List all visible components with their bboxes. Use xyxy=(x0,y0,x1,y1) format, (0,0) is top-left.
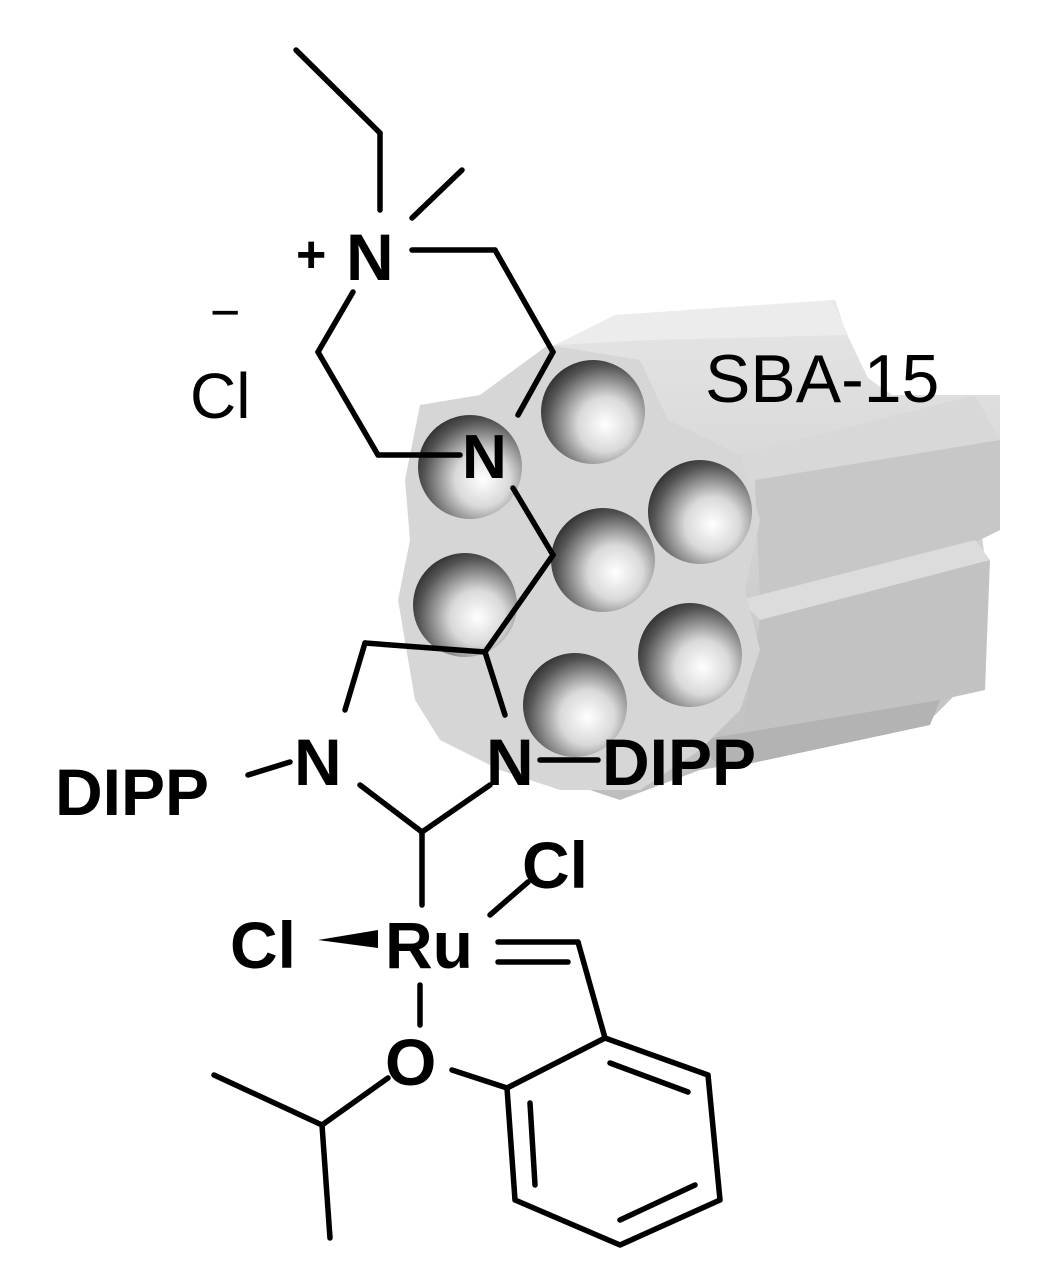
bond-imid-right xyxy=(482,649,508,718)
bonds xyxy=(211,47,723,1248)
silica-top-facet xyxy=(555,300,848,345)
bond-ring-3 xyxy=(515,349,556,418)
sba15-label: SBA-15 xyxy=(705,341,939,417)
labels: SBA-15 + N − Cl N N N DIPP DIPP Cl Cl Ru… xyxy=(55,220,939,1099)
sba15-support xyxy=(398,300,1000,800)
bond-ru-cl-wedge xyxy=(318,930,378,948)
bond-n-dipp-left xyxy=(245,759,293,778)
bond-ring-5 xyxy=(315,349,381,458)
bond-linker-2 xyxy=(482,552,556,655)
bond-ch-aryl xyxy=(575,939,608,1041)
bond-ipr-me1 xyxy=(211,1072,325,1128)
silica-right-facet-4 xyxy=(740,560,990,740)
pore-5 xyxy=(413,553,517,657)
bond-ring-2 xyxy=(492,247,556,355)
counterion-chloride: Cl xyxy=(190,360,250,432)
atom-cl-top: Cl xyxy=(522,828,588,902)
pore-2 xyxy=(418,415,522,519)
bond-imid-c-nr xyxy=(419,782,493,835)
silica-right-facet-1 xyxy=(740,395,1000,480)
charge-minus: − xyxy=(210,284,240,342)
bond-imid-nl-c xyxy=(357,782,425,835)
pore-4 xyxy=(551,508,655,612)
bond-o-ipr xyxy=(319,1075,391,1128)
silica-right-facet-3 xyxy=(740,540,990,620)
bond-ipr-me2 xyxy=(319,1122,333,1241)
atom-n-piperazine: N xyxy=(462,423,507,492)
group-dipp-right: DIPP xyxy=(602,725,756,799)
benzene-inner-1 xyxy=(607,1060,691,1095)
pore-3 xyxy=(648,460,752,564)
benzene-inner-2 xyxy=(617,1182,698,1223)
bond-ethyl-ch3 xyxy=(293,47,383,136)
pore-1 xyxy=(541,360,645,464)
atom-ru: Ru xyxy=(385,908,473,982)
group-dipp-left: DIPP xyxy=(55,755,209,829)
atom-n-quaternary: N xyxy=(346,220,394,294)
benzene-ring xyxy=(504,1035,723,1248)
benzene-inner-3 xyxy=(527,1100,538,1188)
bond-imid-top xyxy=(362,640,488,655)
bond-o-aryl xyxy=(449,1067,510,1091)
bond-imid-left xyxy=(342,640,368,713)
silica-bottom-facet xyxy=(700,700,940,770)
pore-6 xyxy=(638,603,742,707)
bond-ring-6 xyxy=(315,289,356,355)
atom-o: O xyxy=(385,1025,436,1099)
bond-methyl xyxy=(409,167,465,221)
bond-linker-1 xyxy=(510,485,556,558)
atom-n-left: N xyxy=(294,725,342,799)
bond-ru-cl-top xyxy=(487,879,531,918)
atom-cl-left: Cl xyxy=(230,908,296,982)
silica-right-facet-2 xyxy=(755,440,1000,600)
charge-plus: + xyxy=(296,226,326,284)
pore-7 xyxy=(523,653,627,757)
atom-n-right: N xyxy=(486,725,534,799)
